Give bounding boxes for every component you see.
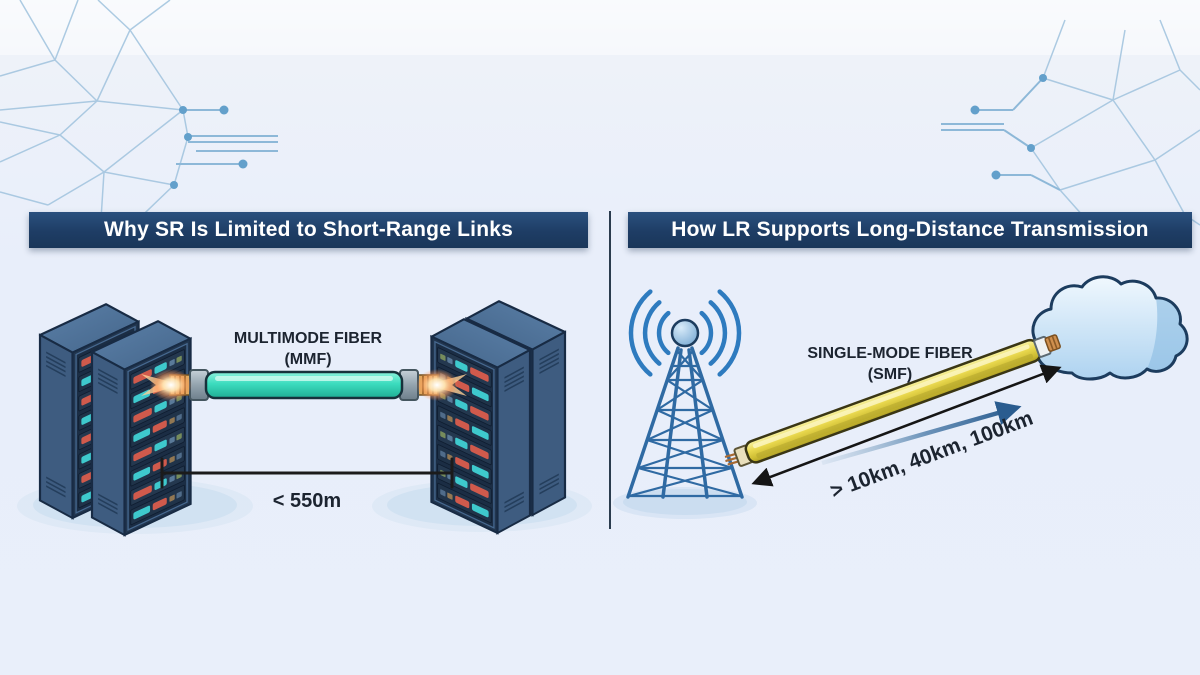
- network-mesh-icon: [941, 19, 1200, 245]
- distance-measure-icon: [160, 457, 454, 489]
- signal-waves-icon: [628, 289, 742, 377]
- background-top-band: [0, 0, 1200, 55]
- mmf-cable-icon: [169, 369, 439, 401]
- sr-distance-label: < 550m: [273, 490, 341, 512]
- smf-label-line2: (SMF): [868, 366, 912, 383]
- mmf-label-line2: (MMF): [284, 351, 331, 368]
- smf-label-line1: SINGLE-MODE FIBER: [807, 345, 973, 362]
- distance-arrow-icon: [751, 364, 1062, 487]
- section-title-lr: How LR Supports Long-Distance Transmissi…: [671, 218, 1149, 241]
- server-rack-pair: [431, 301, 565, 533]
- cell-tower-icon: [626, 318, 744, 499]
- network-mesh-icon: [0, 0, 278, 236]
- mmf-label-line1: MULTIMODE FIBER: [234, 330, 383, 347]
- direction-arrow-icon: [821, 401, 1022, 466]
- cloud-icon: [1031, 275, 1189, 381]
- server-rack-icon: [92, 321, 191, 535]
- section-header-sr: Why SR Is Limited to Short-Range Links: [29, 212, 588, 248]
- section-header-lr: How LR Supports Long-Distance Transmissi…: [628, 212, 1192, 248]
- server-rack-icon: [431, 319, 530, 533]
- sr-illustration: MULTIMODE FIBER (MMF) < 550m: [17, 250, 592, 560]
- light-burst-icon: [416, 369, 467, 401]
- section-title-sr: Why SR Is Limited to Short-Range Links: [104, 218, 513, 241]
- light-burst-icon: [141, 369, 192, 401]
- panel-divider: [609, 211, 611, 529]
- lr-illustration: SINGLE-MODE FIBER (SMF) > 10km, 40km, 10…: [613, 275, 1189, 519]
